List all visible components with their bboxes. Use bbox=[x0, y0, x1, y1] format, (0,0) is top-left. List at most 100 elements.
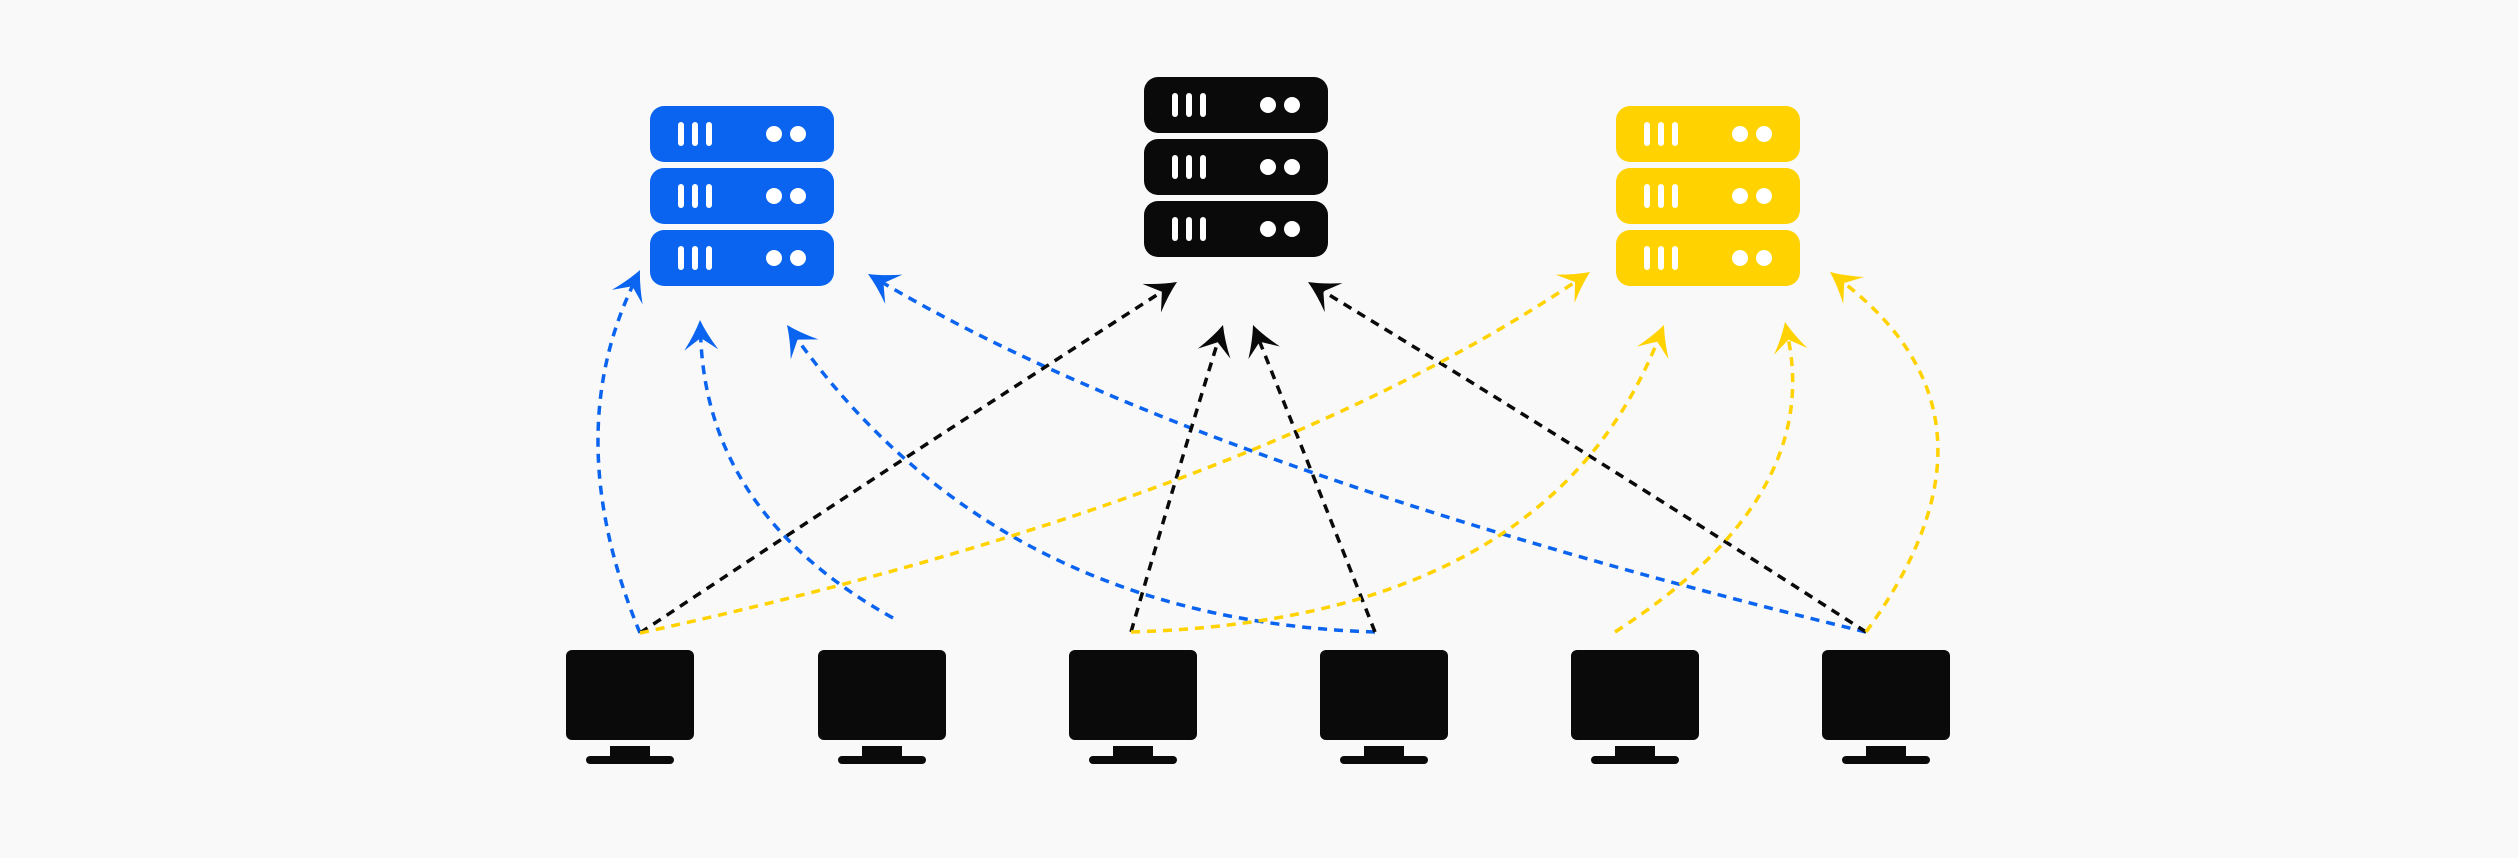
desktop-monitor-icon bbox=[1320, 650, 1448, 764]
monitor-neck bbox=[1615, 746, 1655, 756]
monitor-screen bbox=[1822, 650, 1950, 740]
monitor-neck bbox=[610, 746, 650, 756]
connection-line bbox=[796, 338, 1376, 634]
arrowhead bbox=[1555, 272, 1590, 303]
connection-line bbox=[1843, 281, 1940, 634]
arrowhead bbox=[1197, 325, 1231, 359]
monitor-neck bbox=[1113, 746, 1153, 756]
server-light bbox=[790, 188, 806, 204]
connection-client-6-to-server-black bbox=[1308, 282, 1867, 634]
server-vent bbox=[678, 122, 684, 146]
monitor-neck bbox=[1364, 746, 1404, 756]
server-vent bbox=[706, 184, 712, 208]
arrowhead bbox=[684, 320, 719, 351]
server-vent bbox=[1644, 122, 1650, 146]
server-unit bbox=[650, 230, 834, 286]
connection-client-1-to-server-yellow bbox=[639, 272, 1590, 635]
server-light bbox=[766, 188, 782, 204]
server-vent bbox=[1172, 217, 1178, 241]
server-light bbox=[1732, 126, 1748, 142]
server-vent bbox=[1672, 184, 1678, 208]
connection-line bbox=[1322, 289, 1867, 634]
server-light bbox=[1284, 221, 1300, 237]
server-light bbox=[766, 126, 782, 142]
desktop-monitor-icon bbox=[1571, 650, 1699, 764]
server-unit bbox=[1144, 201, 1328, 257]
arrowhead bbox=[868, 274, 903, 304]
server-unit bbox=[1616, 168, 1800, 224]
server-vent bbox=[692, 184, 698, 208]
monitor-base bbox=[586, 756, 674, 764]
connection-line bbox=[639, 290, 1163, 635]
connection-client-1-to-server-black bbox=[639, 282, 1177, 635]
arrowhead bbox=[1248, 325, 1280, 360]
monitor-base bbox=[1591, 756, 1679, 764]
desktop-monitor-icon bbox=[1069, 650, 1197, 764]
server-light bbox=[1284, 159, 1300, 175]
server-vent bbox=[1658, 246, 1664, 270]
server-vent bbox=[678, 184, 684, 208]
server-light bbox=[1756, 188, 1772, 204]
connection-client-4-to-server-black bbox=[1248, 325, 1377, 633]
connection-client-6-to-server-blue bbox=[868, 274, 1867, 634]
connection-client-6-to-server-yellow bbox=[1830, 272, 1940, 634]
server-light bbox=[1732, 188, 1748, 204]
server-vent bbox=[1200, 217, 1206, 241]
server-light bbox=[1732, 250, 1748, 266]
server-vent bbox=[1644, 184, 1650, 208]
connection-client-2-to-server-blue bbox=[684, 320, 894, 620]
server-vent bbox=[692, 246, 698, 270]
connection-client-3-to-server-yellow bbox=[1130, 325, 1669, 634]
connection-line bbox=[596, 285, 642, 634]
connection-client-4-to-server-blue bbox=[787, 325, 1376, 634]
server-vent bbox=[1186, 217, 1192, 241]
server-light bbox=[1260, 97, 1276, 113]
server-light bbox=[1284, 97, 1300, 113]
server-light bbox=[1260, 159, 1276, 175]
connection-line bbox=[1129, 341, 1220, 633]
monitor-screen bbox=[1069, 650, 1197, 740]
monitor-base bbox=[1842, 756, 1930, 764]
server-unit bbox=[1144, 139, 1328, 195]
server-vent bbox=[706, 122, 712, 146]
arrowhead bbox=[1774, 322, 1808, 355]
arrowhead bbox=[1308, 282, 1343, 313]
server-vent bbox=[1644, 246, 1650, 270]
server-vent bbox=[1672, 122, 1678, 146]
server-vent bbox=[692, 122, 698, 146]
server-vent bbox=[1172, 93, 1178, 117]
server-light bbox=[790, 126, 806, 142]
arrowhead bbox=[1830, 272, 1865, 304]
server-unit bbox=[650, 168, 834, 224]
arrowhead bbox=[611, 270, 643, 305]
connections bbox=[596, 270, 1940, 635]
server-unit bbox=[1144, 77, 1328, 133]
server-vent bbox=[1186, 93, 1192, 117]
server-vent bbox=[1200, 93, 1206, 117]
server-vent bbox=[1172, 155, 1178, 179]
connection-line bbox=[1614, 339, 1795, 634]
server-vent bbox=[706, 246, 712, 270]
desktop-monitor-icon bbox=[1822, 650, 1950, 764]
monitor-base bbox=[1089, 756, 1177, 764]
monitor-screen bbox=[1571, 650, 1699, 740]
arrowhead bbox=[1142, 282, 1177, 313]
server-vent bbox=[1658, 122, 1664, 146]
connection-client-1-to-server-blue bbox=[596, 270, 643, 634]
server-light bbox=[1756, 126, 1772, 142]
server-unit bbox=[650, 106, 834, 162]
server-rack-icon bbox=[1616, 106, 1800, 286]
monitor-base bbox=[1340, 756, 1428, 764]
monitor-neck bbox=[1866, 746, 1906, 756]
server-light bbox=[1260, 221, 1276, 237]
server-light bbox=[766, 250, 782, 266]
clients bbox=[566, 650, 1950, 764]
connection-client-5-to-server-yellow bbox=[1614, 322, 1808, 634]
server-rack-icon bbox=[650, 106, 834, 286]
monitor-screen bbox=[1320, 650, 1448, 740]
monitor-screen bbox=[566, 650, 694, 740]
server-vent bbox=[678, 246, 684, 270]
monitor-screen bbox=[818, 650, 946, 740]
desktop-monitor-icon bbox=[566, 650, 694, 764]
arrowhead bbox=[1637, 325, 1669, 360]
